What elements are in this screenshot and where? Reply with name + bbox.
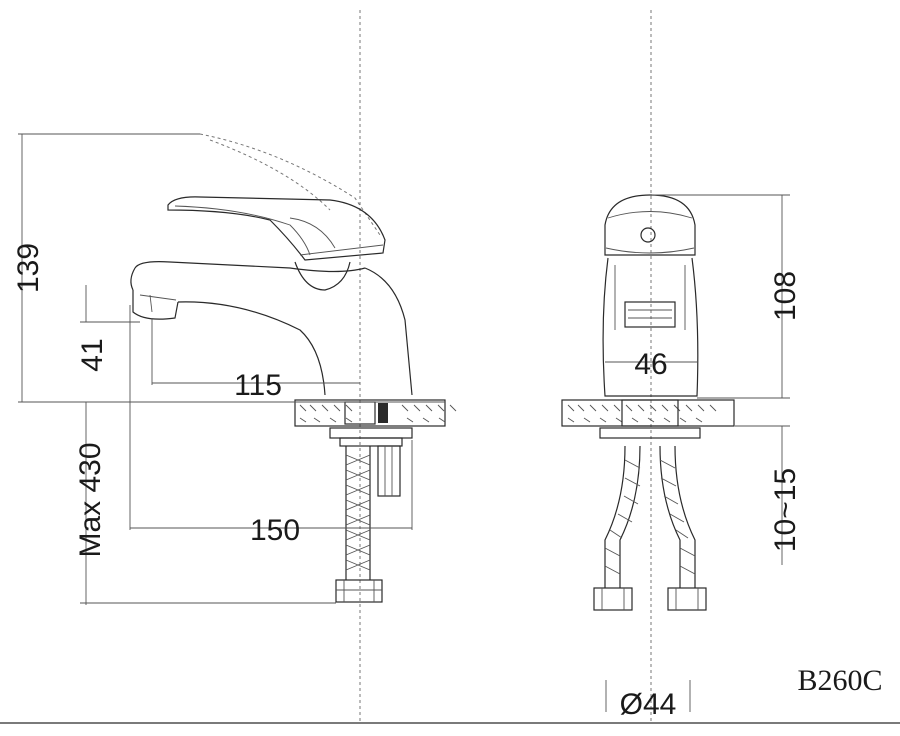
- dim-108: 108: [769, 271, 802, 321]
- front-view-faucet: [561, 194, 735, 611]
- side-view-faucet: [130, 133, 457, 603]
- dim-10-15: 10~15: [769, 468, 802, 552]
- dim-41: 41: [76, 338, 109, 371]
- dim-46: 46: [634, 348, 667, 381]
- dim-115: 115: [234, 369, 282, 402]
- dim-diameter-44: Ø44: [620, 688, 677, 721]
- dim-150: 150: [250, 514, 300, 547]
- dim-139: 139: [12, 243, 45, 293]
- side-view-dimensions: [18, 133, 445, 605]
- front-view-dimensions: [605, 194, 790, 712]
- dim-max-430: Max 430: [74, 442, 107, 557]
- model-code: B260C: [797, 664, 882, 697]
